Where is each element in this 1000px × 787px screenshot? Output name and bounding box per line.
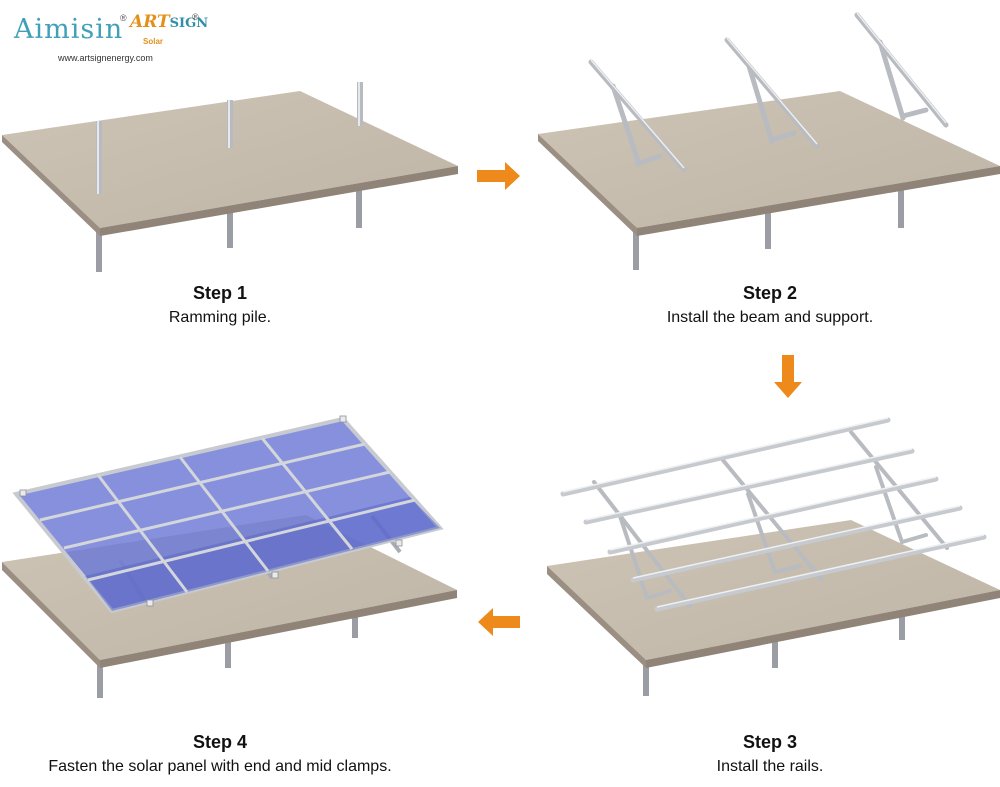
step2-illustration <box>538 12 1000 270</box>
artsign-sign-text: SIGN <box>169 16 209 31</box>
registered-mark-2: ® <box>192 12 199 22</box>
step2-beams <box>588 12 949 173</box>
step4-illustration <box>2 415 457 698</box>
artsign-art-text: ART <box>130 12 170 32</box>
brand-logo-artsign: ARTSIGN <box>130 12 208 32</box>
step3-rails <box>560 417 987 612</box>
step3-description: Install the rails. <box>716 758 824 775</box>
step4-description: Fasten the solar panel with end and mid … <box>48 758 392 775</box>
step1-description: Ramming pile. <box>168 309 272 326</box>
step2-title: Step 2 <box>742 283 798 303</box>
step3-illustration <box>547 417 1000 696</box>
step1-ground-plate <box>2 91 458 228</box>
logo-url: www.artsignenergy.com <box>58 53 153 63</box>
step2-description: Install the beam and support. <box>666 309 874 326</box>
brand-logo-aimisin: Aimisin <box>14 14 124 45</box>
step4-title: Step 4 <box>192 732 248 752</box>
artsign-solar-text: Solar <box>143 37 164 46</box>
step1-piles-lower <box>96 190 362 272</box>
step3-title: Step 3 <box>742 732 798 752</box>
step1-illustration <box>2 82 458 272</box>
arrow-down <box>774 355 802 398</box>
registered-mark: ® <box>120 13 127 23</box>
step2-ground-plate <box>538 91 1000 228</box>
step1-title: Step 1 <box>192 283 248 303</box>
arrow-left <box>478 608 520 636</box>
arrow-right <box>477 162 520 190</box>
step3-ground-plate <box>547 520 1000 660</box>
